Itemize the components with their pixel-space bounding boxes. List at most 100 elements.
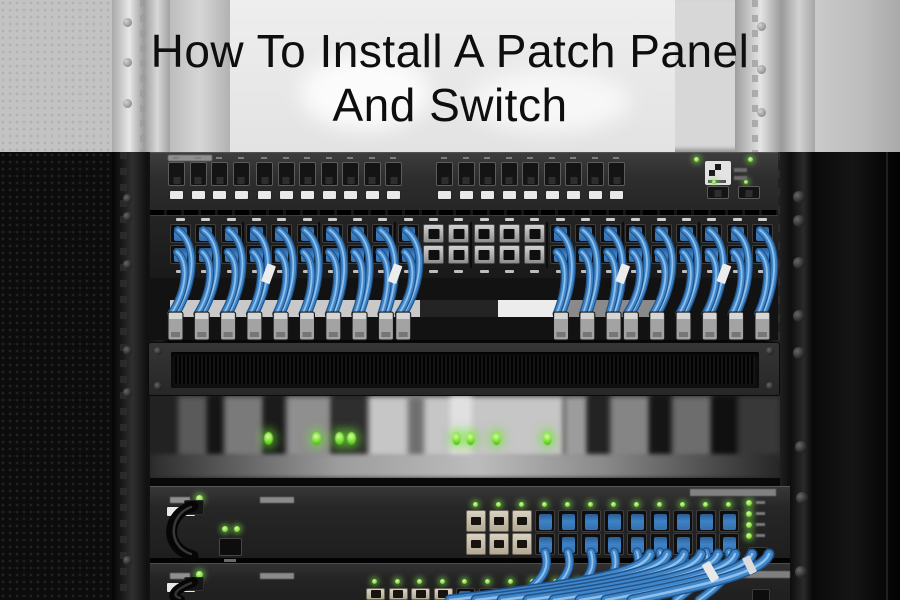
keystone-jack	[220, 245, 242, 264]
port-number-label	[201, 218, 211, 221]
status-led-icon	[335, 432, 344, 445]
port-number-label	[176, 270, 185, 273]
rj45-port	[614, 588, 634, 600]
port-number-label	[570, 157, 576, 159]
rj45-port	[363, 162, 381, 186]
status-led-icon	[196, 571, 203, 578]
port-number-label	[631, 218, 641, 221]
keystone-jack	[574, 245, 596, 264]
port-number-label	[226, 270, 236, 273]
port-number-label	[682, 270, 691, 273]
brand-text	[168, 155, 212, 161]
cable-plug	[617, 591, 630, 600]
cable-plug	[539, 537, 552, 553]
cable-plug	[401, 227, 415, 241]
status-led-icon	[565, 502, 570, 507]
shelf-lip	[150, 478, 780, 486]
blurred-rack-bar	[408, 396, 424, 460]
status-led-icon	[466, 432, 475, 445]
rj45-port	[569, 588, 589, 600]
cable-plug	[300, 248, 314, 262]
power-label	[170, 573, 190, 579]
keystone-jack	[321, 224, 343, 243]
keystone-jack	[296, 224, 318, 243]
keystone-jack	[600, 224, 622, 243]
rj45-port	[436, 162, 453, 186]
port-id-sticker	[567, 191, 580, 199]
keystone-jack	[296, 245, 318, 264]
screw-icon	[793, 257, 805, 269]
cable-plug	[604, 227, 618, 241]
rj45-port	[388, 588, 408, 600]
panel-divider	[697, 222, 700, 268]
port-number-label	[707, 218, 717, 221]
port-id-sticker	[213, 191, 226, 199]
cable-plug	[174, 248, 187, 262]
cable-plug	[700, 514, 713, 530]
port-id-sticker	[387, 191, 400, 199]
keystone-jack	[549, 224, 571, 243]
keystone-jack	[701, 224, 723, 243]
port-number-label	[606, 270, 616, 273]
qr-pixels	[709, 164, 721, 176]
rj45-port	[581, 533, 601, 555]
rj45-port	[320, 162, 338, 186]
rj45-port	[479, 162, 496, 186]
led-label	[756, 523, 765, 526]
port-number-label	[353, 270, 363, 273]
keystone-jack	[220, 224, 242, 243]
cable-plug	[275, 227, 289, 241]
screw-icon	[766, 347, 774, 355]
port-number-label	[347, 157, 353, 159]
console-label	[224, 559, 236, 562]
port-id-sticker	[170, 191, 183, 199]
console-port	[219, 538, 242, 556]
rj45-port	[168, 162, 185, 186]
cable-plug	[459, 591, 472, 600]
blurred-rack-bar	[588, 396, 610, 460]
cable-plug	[325, 248, 339, 262]
status-led-icon	[496, 502, 501, 507]
cable-plug	[376, 248, 390, 262]
port-number-label	[441, 157, 447, 159]
power-inlet	[184, 577, 204, 591]
screw-icon	[154, 347, 162, 355]
cable-plug	[249, 227, 263, 241]
panel-divider	[318, 222, 321, 268]
rj45-port	[411, 588, 431, 600]
port-number-label	[530, 270, 540, 273]
blurred-rack-bar	[264, 396, 286, 460]
cable-plug	[562, 514, 575, 530]
rj45-port	[565, 162, 582, 186]
keystone-jack	[524, 245, 546, 264]
blurred-rack-bar	[224, 396, 264, 460]
keystone-jack	[473, 245, 495, 264]
rj45-port	[608, 162, 625, 186]
port-number-label	[403, 218, 413, 221]
port-number-label	[732, 218, 742, 221]
cable-plug	[572, 591, 585, 600]
port-number-label	[613, 157, 619, 159]
blurred-rack-bar	[712, 396, 738, 460]
screw-icon	[756, 107, 766, 117]
rj45-port	[466, 510, 486, 532]
port-number-label	[479, 218, 489, 221]
port-id-sticker	[438, 191, 451, 199]
rj45-port	[299, 162, 316, 186]
port-number-label	[216, 157, 222, 159]
cable-plug	[705, 248, 719, 262]
rj45-port	[535, 533, 555, 555]
keystone-jack	[676, 224, 697, 243]
rj45-port	[524, 588, 544, 600]
status-led-icon	[473, 502, 478, 507]
rj45-port	[637, 588, 657, 600]
keystone-jack	[372, 245, 394, 264]
port-number-label	[302, 218, 312, 221]
cable-plug	[654, 227, 668, 241]
blurred-rack-bar	[564, 396, 588, 460]
screw-icon	[122, 193, 132, 203]
status-led-icon	[726, 502, 731, 507]
status-led-icon	[712, 180, 716, 184]
cable-plug	[629, 227, 643, 241]
cable-plug	[700, 537, 713, 553]
